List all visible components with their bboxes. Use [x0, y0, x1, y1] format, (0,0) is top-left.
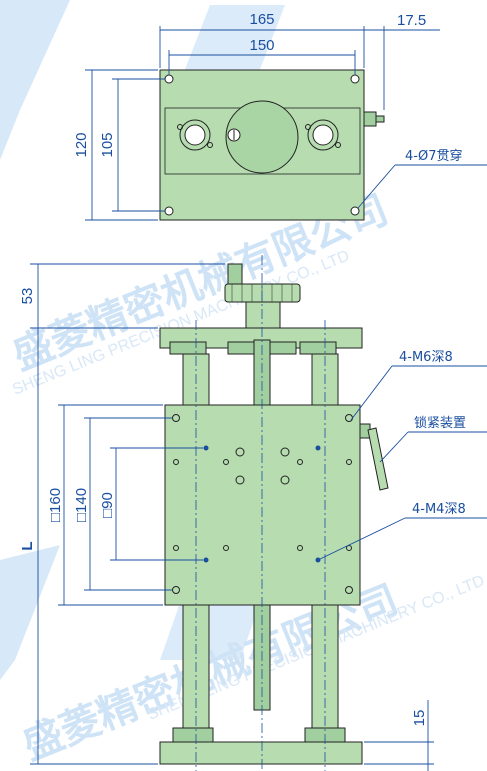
watermark-shape-3 [0, 545, 60, 680]
column-bush-right [307, 119, 339, 151]
mount-hole-icon [350, 206, 360, 216]
watermark-shape-1 [0, 0, 70, 160]
moving-table [164, 404, 361, 606]
mount-hole-icon [164, 74, 174, 84]
dim-53: 53 [19, 288, 36, 305]
column-clamp-left-top [169, 341, 207, 355]
dim-15: 15 [411, 710, 428, 727]
dim-square-140: □140 [73, 488, 90, 522]
dim-L: L [19, 541, 36, 550]
mount-hole-icon [164, 206, 174, 216]
column-bush-left [179, 119, 211, 151]
dim-square-90: □90 [99, 492, 116, 518]
dim-17-5: 17.5 [397, 12, 426, 29]
lock-lever [367, 427, 389, 491]
callout-lock: 锁紧装置 [414, 415, 466, 431]
dim-165: 165 [249, 11, 274, 28]
dim-120: 120 [73, 132, 90, 157]
callout-m4: 4-M4深8 [412, 502, 466, 517]
column-foot-left [172, 727, 214, 743]
dim-150: 150 [249, 37, 274, 54]
callout-m6: 4-M6深8 [399, 350, 453, 365]
dim-square-160: □160 [47, 488, 64, 522]
mount-hole-icon [350, 74, 360, 84]
lock-lever-top [363, 111, 377, 127]
column-clamp-right-top [299, 341, 337, 355]
top-view: 165 150 17.5 120 105 4-Ø7贯穿 [73, 11, 487, 221]
handwheel-hub [245, 301, 281, 329]
front-view: 53 L □160 □140 □90 15 4-M6深8 锁紧装置 4-M4深8 [19, 255, 487, 771]
dim-105: 105 [99, 132, 116, 157]
callout-hole-spec: 4-Ø7贯穿 [405, 148, 462, 164]
base-plate [159, 741, 363, 765]
handwheel-hub-top [225, 100, 299, 174]
handwheel [224, 283, 301, 303]
